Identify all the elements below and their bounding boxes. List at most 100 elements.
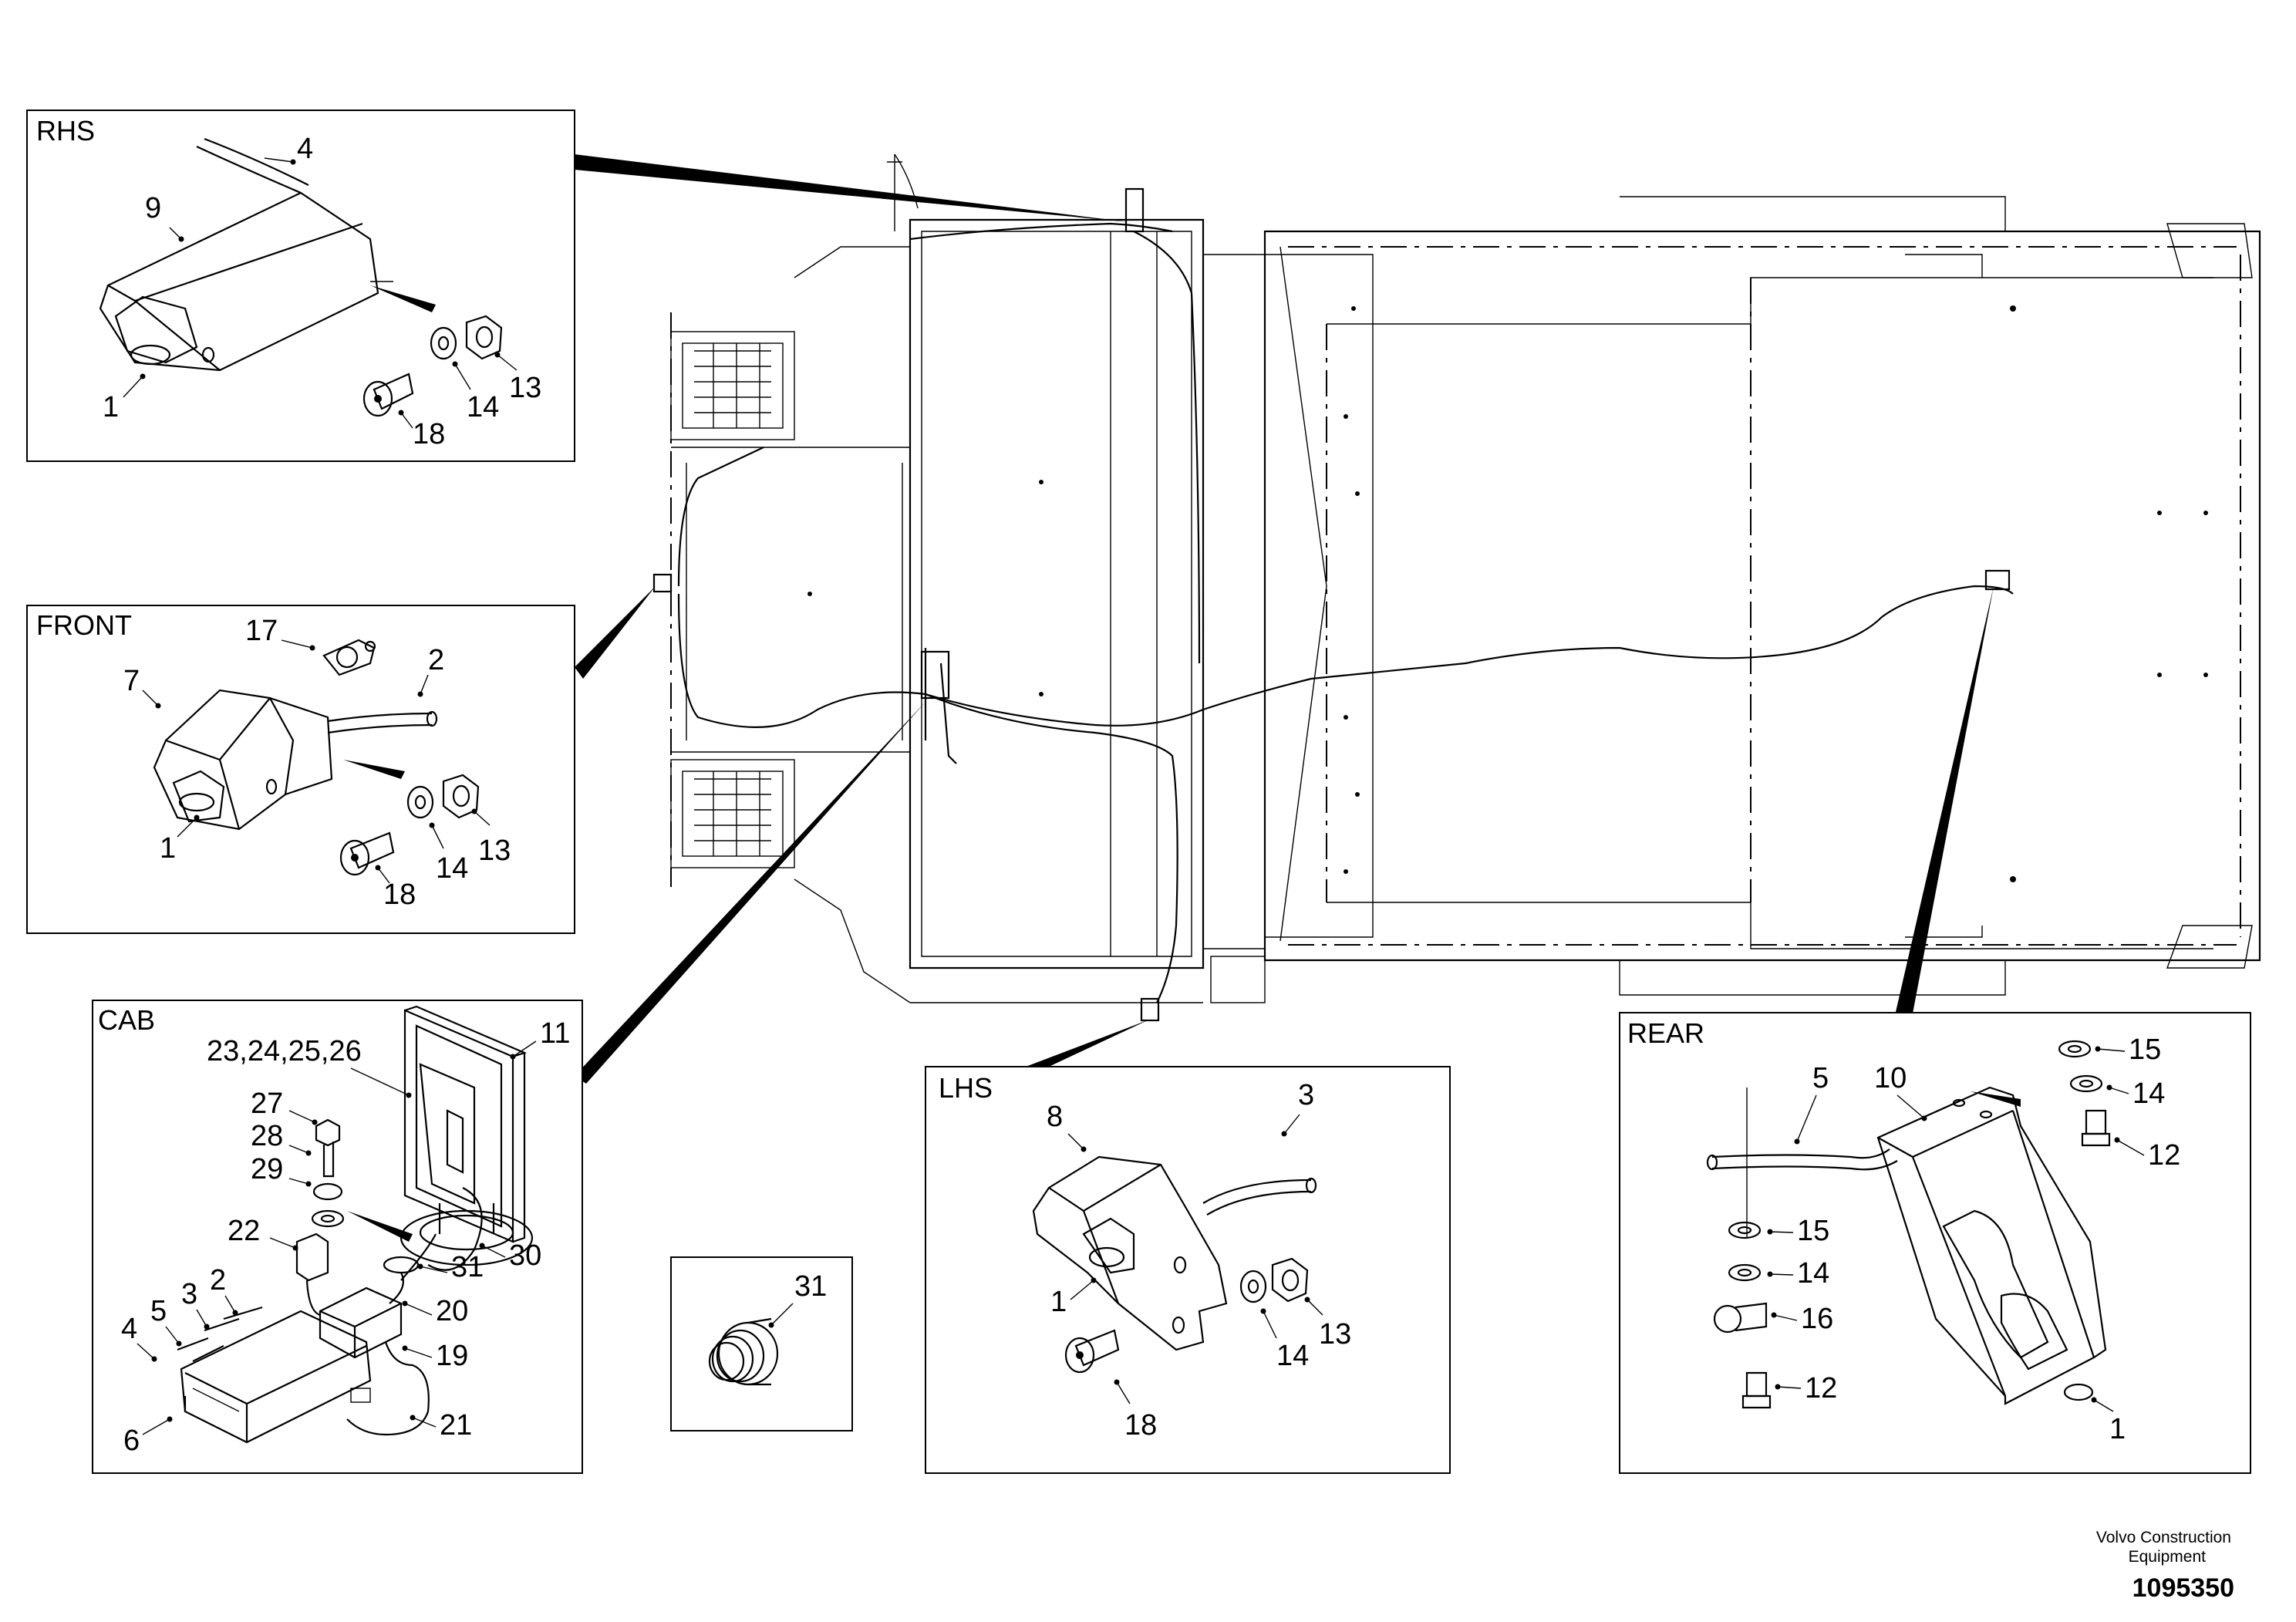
document-number: 1095350 [2132, 1573, 2234, 1603]
rhs-callouts: 4 9 1 18 14 13 [103, 133, 541, 450]
rear-upper-washer-15 [2058, 1040, 2092, 1058]
callout-rear-12-upper: 12 [2148, 1139, 2180, 1172]
callout-cab-31: 31 [451, 1251, 484, 1283]
rhs-bolt [362, 373, 414, 417]
callout-front-18: 18 [383, 878, 416, 911]
callout-cab-3: 3 [181, 1278, 197, 1310]
callout-cab-2: 2 [210, 1264, 226, 1297]
front-bolt [339, 831, 395, 876]
callout-rear-1: 1 [2109, 1413, 2126, 1445]
cab-callouts: 23,24,25,26 11 27 28 29 30 22 31 20 19 2… [121, 1017, 570, 1457]
lhs-callouts: 8 3 1 14 13 18 [1047, 1079, 1351, 1442]
inset-lhs-title: LHS [939, 1072, 993, 1104]
callout-cab-11: 11 [540, 1017, 570, 1050]
callout-rhs-1: 1 [103, 391, 119, 423]
callout-rear-14-upper: 14 [2132, 1077, 2165, 1110]
access-step-upper [670, 331, 795, 440]
callout-rhs-4: 4 [297, 133, 313, 165]
rear-callouts: 5 10 15 14 12 15 14 16 12 1 [1767, 1034, 2180, 1445]
callout-rear-5: 5 [1812, 1062, 1829, 1094]
cab-control-unit [180, 1310, 372, 1444]
rear-camera-housing [1706, 1086, 2107, 1405]
callout-grommet-31: 31 [794, 1270, 827, 1303]
callout-cab-23-26: 23,24,25,26 [207, 1035, 362, 1067]
callout-front-7: 7 [123, 665, 140, 697]
rear-clamp-16 [1713, 1302, 1768, 1334]
callout-rear-10: 10 [1874, 1062, 1907, 1094]
callout-rear-12-lower: 12 [1805, 1372, 1837, 1404]
callout-cab-5: 5 [150, 1295, 167, 1327]
cab-splitter [319, 1286, 403, 1359]
cab-connector-22 [295, 1233, 329, 1317]
callout-cab-28: 28 [251, 1120, 283, 1152]
machine-overview [652, 153, 2261, 1022]
inset-rear-title: REAR [1627, 1017, 1704, 1049]
cab-frame-outline [909, 218, 1205, 969]
rear-lower-washer-14 [1728, 1263, 1762, 1282]
callout-cab-21: 21 [440, 1409, 472, 1442]
wiring-harness [677, 222, 2014, 1003]
lhs-nut [1271, 1257, 1309, 1303]
lhs-camera-connector [1140, 997, 1160, 1022]
rhs-washer [430, 326, 457, 360]
lhs-washer [1239, 1270, 1267, 1303]
inset-cab: CAB [92, 1000, 583, 1474]
inset-lhs: LHS 8 3 [925, 1066, 1451, 1474]
front-camera-connector [652, 573, 673, 593]
callout-lhs-13: 13 [1319, 1318, 1351, 1351]
callout-cab-29: 29 [251, 1153, 283, 1185]
callout-lhs-1: 1 [1050, 1286, 1067, 1318]
access-step-lower [670, 759, 795, 868]
callout-cab-22: 22 [228, 1215, 260, 1247]
callout-cab-19: 19 [436, 1340, 468, 1372]
grommet-part [708, 1317, 779, 1386]
front-clamp [322, 639, 376, 676]
callout-lhs-8: 8 [1047, 1101, 1063, 1133]
callout-rhs-13: 13 [509, 372, 541, 404]
inset-rear: REAR [1619, 1012, 2251, 1474]
rear-lower-bolt-12 [1741, 1371, 1772, 1409]
inset-front-title: FRONT [36, 609, 132, 641]
brand-line-1: Volvo Construction [2096, 1529, 2231, 1546]
callout-cab-4: 4 [121, 1313, 137, 1345]
cab-washer-28 [312, 1182, 343, 1201]
rear-upper-bolt-12 [2081, 1109, 2111, 1147]
callout-rhs-9: 9 [145, 192, 161, 224]
callout-cab-27: 27 [251, 1088, 283, 1120]
front-callouts: 17 2 7 1 18 14 13 [123, 615, 511, 911]
rhs-camera-housing [99, 137, 393, 372]
footer: Volvo Construction Equipment 1095350 [2096, 1529, 2234, 1603]
rhs-nut [465, 315, 503, 360]
rear-lower-washer-15 [1728, 1221, 1762, 1239]
cab-washer-29 [311, 1209, 345, 1228]
leader-wedges [575, 154, 1994, 1084]
callout-rear-15-upper: 15 [2129, 1034, 2161, 1066]
inset-grommet: 31 [670, 1256, 853, 1431]
callout-rhs-14: 14 [467, 391, 499, 423]
rhs-camera-connector [1124, 187, 1145, 233]
rear-upper-washer-14 [2069, 1074, 2103, 1093]
cab-monitor-connector [920, 650, 950, 700]
callout-front-2: 2 [428, 644, 444, 676]
callout-rhs-18: 18 [413, 418, 445, 450]
cab-bolt-27 [315, 1118, 341, 1178]
inset-rhs-title: RHS [36, 115, 95, 147]
callout-front-13: 13 [478, 835, 511, 867]
callout-rear-16: 16 [1801, 1303, 1833, 1335]
callout-rear-14-lower: 14 [1797, 1257, 1829, 1290]
brand-line-2: Equipment [2129, 1548, 2207, 1566]
front-washer [406, 785, 434, 819]
rear-camera-connector [1984, 569, 2011, 591]
callout-lhs-14: 14 [1276, 1340, 1309, 1372]
callout-cab-20: 20 [436, 1295, 468, 1327]
inset-rhs: RHS 4 9 [26, 110, 575, 462]
callout-front-17: 17 [245, 615, 278, 647]
callout-cab-6: 6 [123, 1425, 140, 1457]
callout-cab-30: 30 [509, 1239, 541, 1272]
inset-front: FRONT [26, 605, 575, 934]
front-camera-housing [153, 689, 438, 831]
callout-lhs-18: 18 [1124, 1409, 1157, 1442]
callout-rear-15-lower: 15 [1797, 1215, 1829, 1247]
inset-cab-title: CAB [98, 1004, 155, 1036]
